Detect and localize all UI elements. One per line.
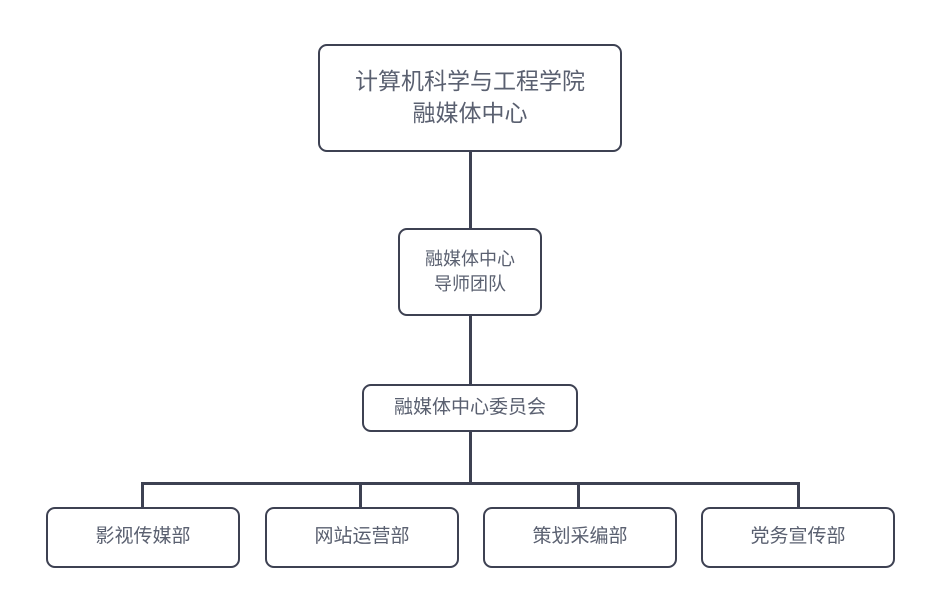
node-department-website-ops[interactable]: 网站运营部 [265,507,459,568]
connector-drop-department-3 [577,482,580,509]
node-department-label: 网站运营部 [314,526,410,548]
node-mentor-team-line-1: 融媒体中心 [425,249,515,270]
node-committee[interactable]: 融媒体中心委员会 [362,384,578,432]
connector-mentor-to-committee [469,314,472,386]
node-department-label: 影视传媒部 [95,526,191,548]
connector-root-to-mentor [469,152,472,230]
connector-drop-department-4 [797,482,800,509]
node-department-party-affairs-publicity[interactable]: 党务宣传部 [701,507,895,568]
connector-horizontal-bus [141,482,800,485]
node-department-planning-editing[interactable]: 策划采编部 [483,507,677,568]
connector-drop-department-2 [359,482,362,509]
node-mentor-team[interactable]: 融媒体中心 导师团队 [398,228,542,316]
node-committee-label: 融媒体中心委员会 [393,396,546,418]
node-root-line-1: 计算机科学与工程学院 [355,68,585,95]
connector-committee-to-bus [469,430,472,485]
node-mentor-team-line-2: 导师团队 [434,274,506,294]
node-root-center[interactable]: 计算机科学与工程学院 融媒体中心 [318,44,622,152]
node-department-label: 党务宣传部 [750,526,846,548]
node-root-line-2: 融媒体中心 [412,100,528,126]
node-department-film-media[interactable]: 影视传媒部 [46,507,240,568]
node-department-label: 策划采编部 [532,526,628,548]
connector-drop-department-1 [141,482,144,509]
